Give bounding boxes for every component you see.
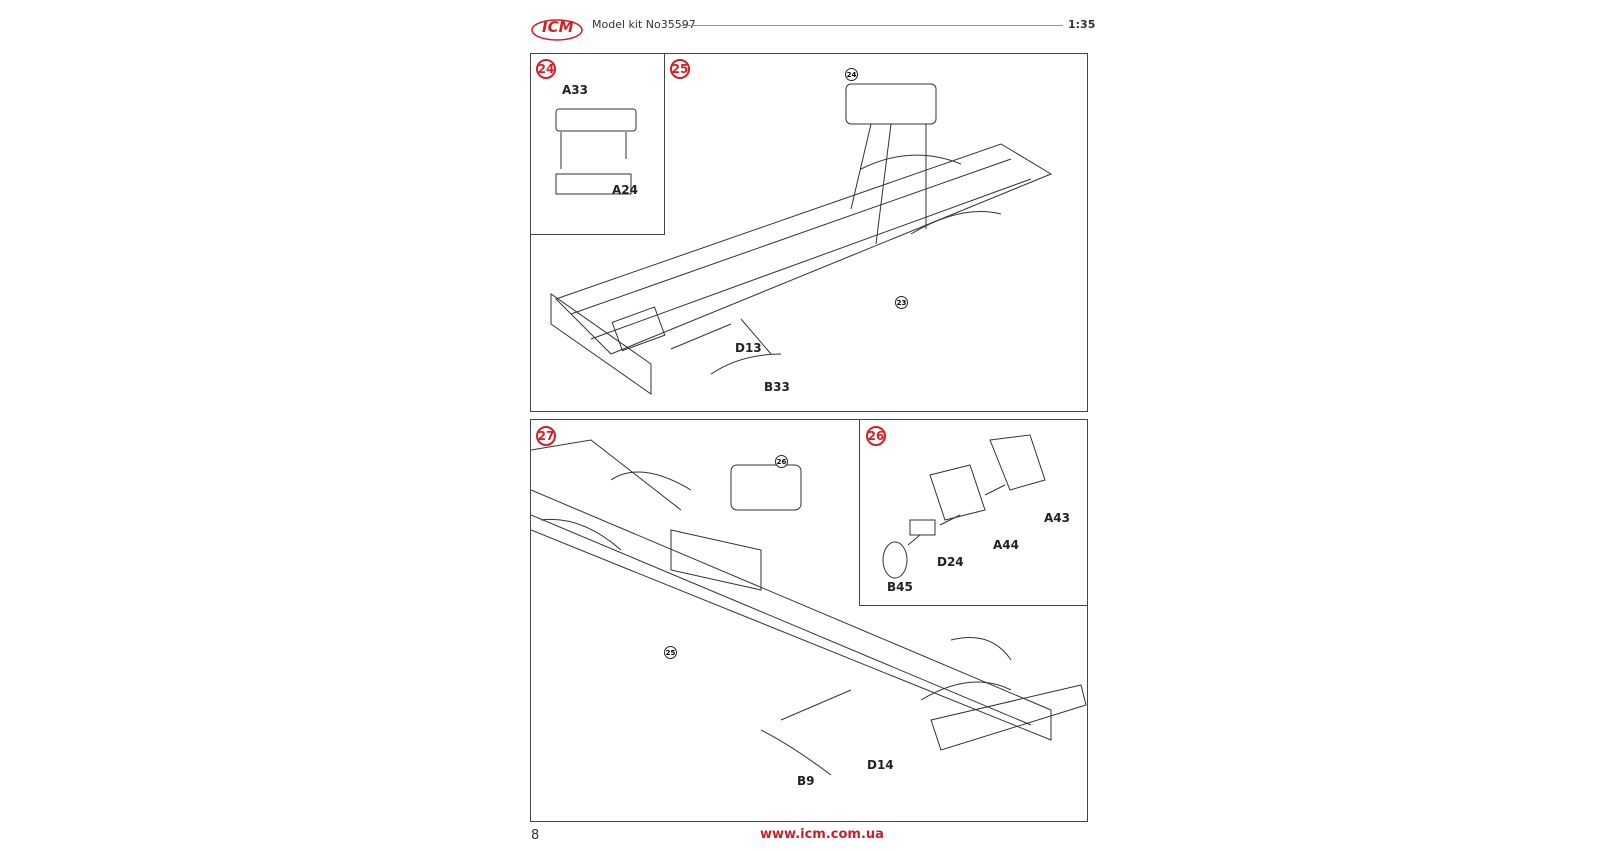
gearbox-drawing (882, 434, 1046, 579)
step-24-panel (530, 53, 665, 235)
website-link[interactable]: www.icm.com.ua (760, 827, 884, 842)
part-label-a33: A33 (562, 83, 588, 97)
ref-step-23: 23 (895, 296, 908, 309)
step-26-badge: 26 (866, 426, 886, 446)
page-number: 8 (531, 828, 540, 843)
ref-step-24: 24 (845, 68, 858, 81)
icm-logo: ICM (530, 14, 584, 46)
kit-scale: 1:35 (1068, 18, 1096, 31)
step-25-badge: 25 (670, 59, 690, 79)
part-label-d13: D13 (735, 341, 762, 355)
part-label-b45: B45 (887, 580, 913, 594)
chassis-drawing-top (550, 83, 1053, 395)
chassis-drawing-bottom (531, 439, 1087, 776)
ref-step-26: 26 (775, 455, 788, 468)
part-label-d24: D24 (937, 555, 964, 569)
tank-drawing (555, 108, 637, 195)
step-27-badge: 27 (536, 426, 556, 446)
header-rule (680, 25, 1063, 26)
part-label-d14: D14 (867, 758, 894, 772)
step-24-badge: 24 (536, 59, 556, 79)
part-label-a24: A24 (612, 183, 638, 197)
part-label-a44: A44 (993, 538, 1019, 552)
step-26-panel (859, 419, 1088, 606)
ref-step-25: 25 (664, 646, 677, 659)
step-27-panel (530, 419, 1088, 822)
part-label-a43: A43 (1044, 511, 1070, 525)
part-label-b9: B9 (797, 774, 815, 788)
kit-title: Model kit No35597 (592, 18, 696, 31)
part-label-b33: B33 (764, 380, 790, 394)
